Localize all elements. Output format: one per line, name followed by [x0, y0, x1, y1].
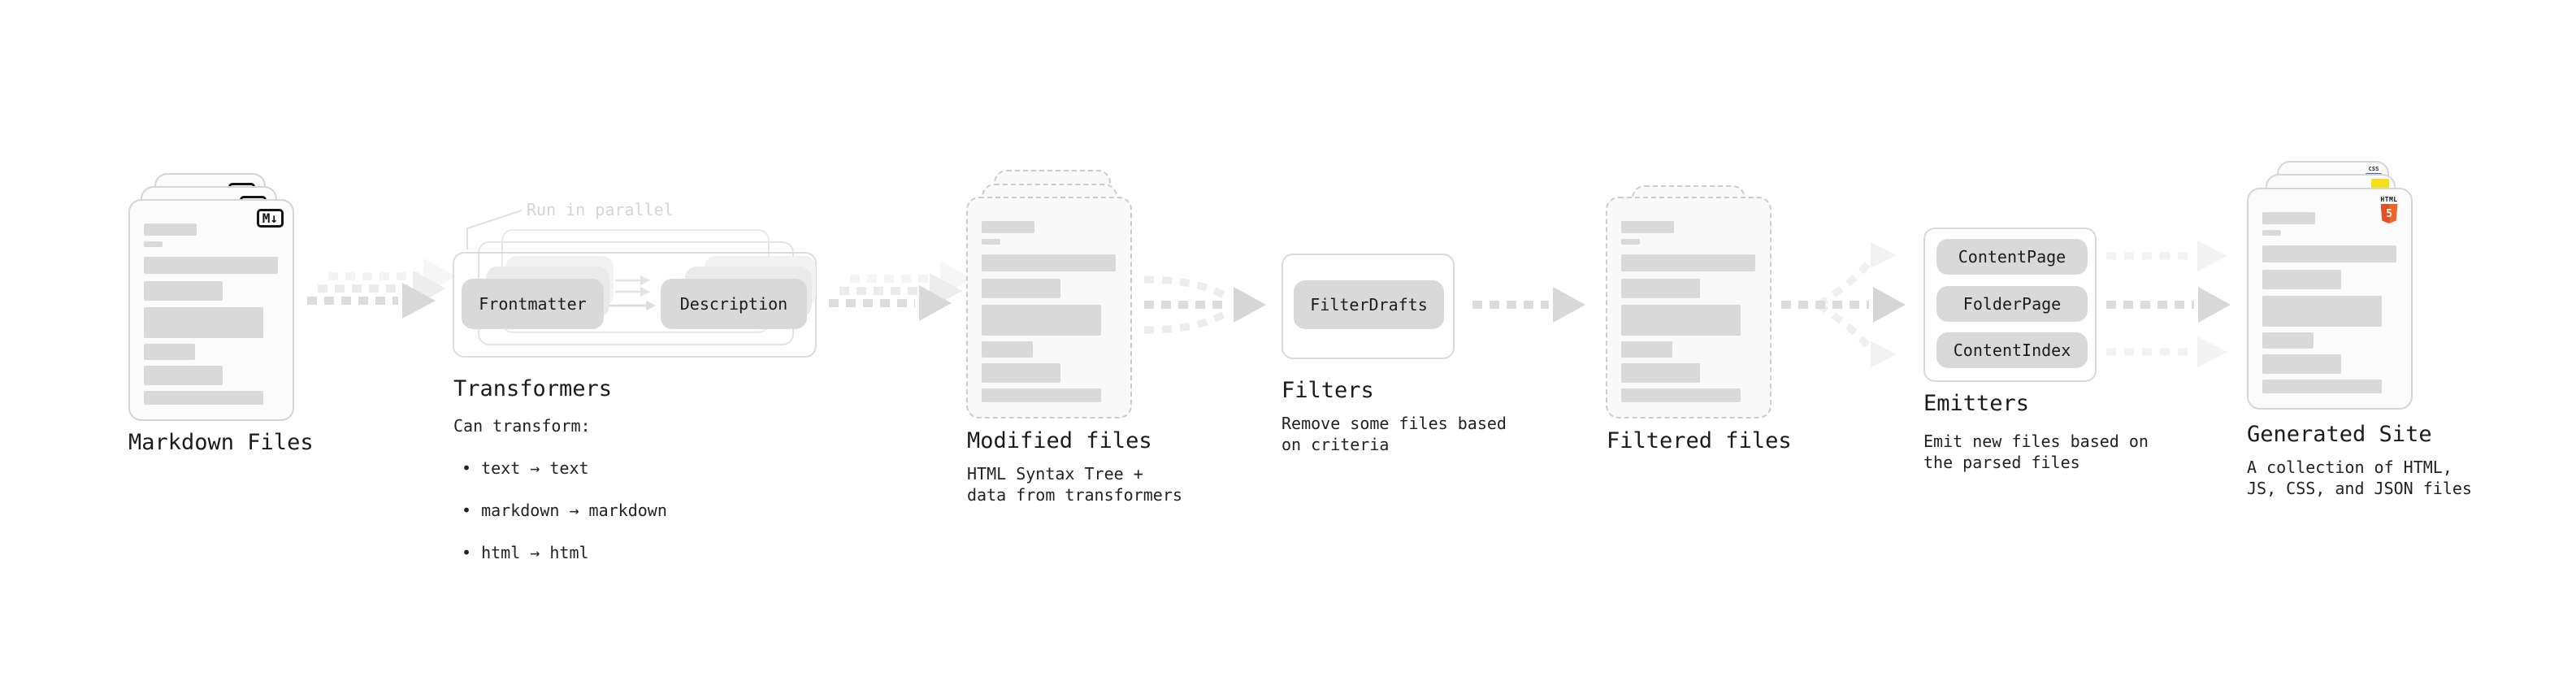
- markdown-icon: M↓: [256, 209, 284, 228]
- filters-description: Remove some files based on criteria: [1281, 414, 1507, 454]
- parallel-bracket: [466, 210, 523, 249]
- emitters-description: Emit new files based on the parsed files: [1923, 432, 2149, 472]
- transformer-node-description: Description: [661, 279, 807, 329]
- markdown-file-card: M↓: [128, 199, 294, 421]
- placeholder-bar: [982, 239, 1000, 245]
- file-content-placeholder: [982, 221, 1117, 402]
- placeholder-bar: [982, 363, 1060, 383]
- generated-site-description: A collection of HTML, JS, CSS, and JSON …: [2247, 458, 2472, 498]
- placeholder-bar: [144, 281, 223, 301]
- emitter-node-folderpage: FolderPage: [1936, 286, 2088, 322]
- placeholder-bar: [982, 254, 1116, 271]
- placeholder-bar: [2262, 270, 2341, 289]
- generated-site-stack: CSS HTML 5: [2247, 161, 2418, 413]
- placeholder-bar: [982, 341, 1033, 358]
- placeholder-bar: [2262, 212, 2315, 224]
- placeholder-bar: [2262, 296, 2382, 327]
- placeholder-bar: [1621, 254, 1755, 271]
- filter-node-filterdrafts: FilterDrafts: [1294, 280, 1444, 329]
- placeholder-bar: [2262, 230, 2281, 236]
- placeholder-bar: [982, 388, 1101, 402]
- placeholder-bar: [144, 307, 263, 338]
- arrow-filters-to-filtered: [1472, 287, 1585, 323]
- placeholder-bar: [2262, 332, 2314, 349]
- placeholder-bar: [2262, 245, 2396, 262]
- html-file-card: HTML 5: [2247, 188, 2413, 410]
- filtered-files-title: Filtered files: [1607, 428, 1792, 453]
- transformer-node-frontmatter: Frontmatter: [462, 279, 604, 329]
- transformers-description: Can transform:: [453, 416, 591, 436]
- modified-file-card: [966, 197, 1132, 419]
- placeholder-bar: [1621, 221, 1674, 233]
- placeholder-bar: [1621, 363, 1700, 383]
- placeholder-bar: [982, 279, 1060, 298]
- transform-capability-item: text → text: [462, 458, 667, 479]
- transform-capability-item: markdown → markdown: [462, 500, 667, 521]
- modified-files-title: Modified files: [967, 428, 1152, 453]
- arrow-branch-filtered-to-emitters: [1781, 242, 1906, 367]
- arrow-merge-modified-to-filters: [1143, 275, 1266, 334]
- file-content-placeholder: [144, 223, 279, 405]
- js-icon: [2371, 179, 2389, 190]
- emitter-node-contentpage: ContentPage: [1936, 239, 2088, 275]
- transform-capability-item: html → html: [462, 542, 667, 563]
- placeholder-bar: [144, 366, 223, 385]
- file-content-placeholder: [1621, 221, 1756, 402]
- placeholder-bar: [1621, 305, 1741, 336]
- placeholder-bar: [144, 391, 263, 405]
- arrow-markdown-to-transformers: [307, 258, 457, 319]
- modified-files-stack: [966, 170, 1137, 422]
- placeholder-bar: [1621, 279, 1700, 298]
- placeholder-bar: [144, 241, 163, 247]
- filtered-files-stack: [1606, 185, 1776, 425]
- arrows-emitters-to-generated: [2106, 241, 2231, 367]
- arrow-transformers-to-modified: [829, 261, 973, 321]
- emitters-box: ContentPage FolderPage ContentIndex: [1923, 228, 2097, 382]
- generated-site-title: Generated Site: [2247, 422, 2432, 447]
- transformers-title: Transformers: [453, 376, 613, 401]
- placeholder-bar: [1621, 341, 1672, 358]
- file-content-placeholder: [2262, 212, 2397, 393]
- markdown-files-stack: M↓ M↓ M↓: [128, 173, 299, 425]
- placeholder-bar: [1621, 388, 1741, 402]
- filtered-file-card: [1606, 197, 1772, 419]
- placeholder-bar: [144, 223, 197, 236]
- placeholder-bar: [982, 305, 1101, 336]
- modified-files-description: HTML Syntax Tree + data from transformer…: [967, 464, 1182, 505]
- transformer-box: [453, 252, 817, 358]
- emitter-node-contentindex: ContentIndex: [1936, 332, 2088, 368]
- placeholder-bar: [2262, 354, 2341, 374]
- transformers-stack: Frontmatter Description: [453, 229, 817, 358]
- placeholder-bar: [144, 344, 195, 360]
- placeholder-bar: [2262, 380, 2382, 393]
- placeholder-bar: [1621, 239, 1640, 245]
- placeholder-bar: [982, 221, 1034, 233]
- filters-box: FilterDrafts: [1281, 254, 1455, 359]
- transformer-node-arrows: [609, 275, 656, 310]
- placeholder-bar: [144, 257, 278, 274]
- transform-capabilities-list: text → text markdown → markdown html → h…: [462, 436, 667, 584]
- markdown-files-title: Markdown Files: [128, 430, 314, 455]
- run-in-parallel-annotation: Run in parallel: [527, 200, 674, 219]
- filters-title: Filters: [1281, 378, 1374, 403]
- html5-icon: HTML 5: [2379, 197, 2399, 223]
- emitters-title: Emitters: [1923, 391, 2030, 416]
